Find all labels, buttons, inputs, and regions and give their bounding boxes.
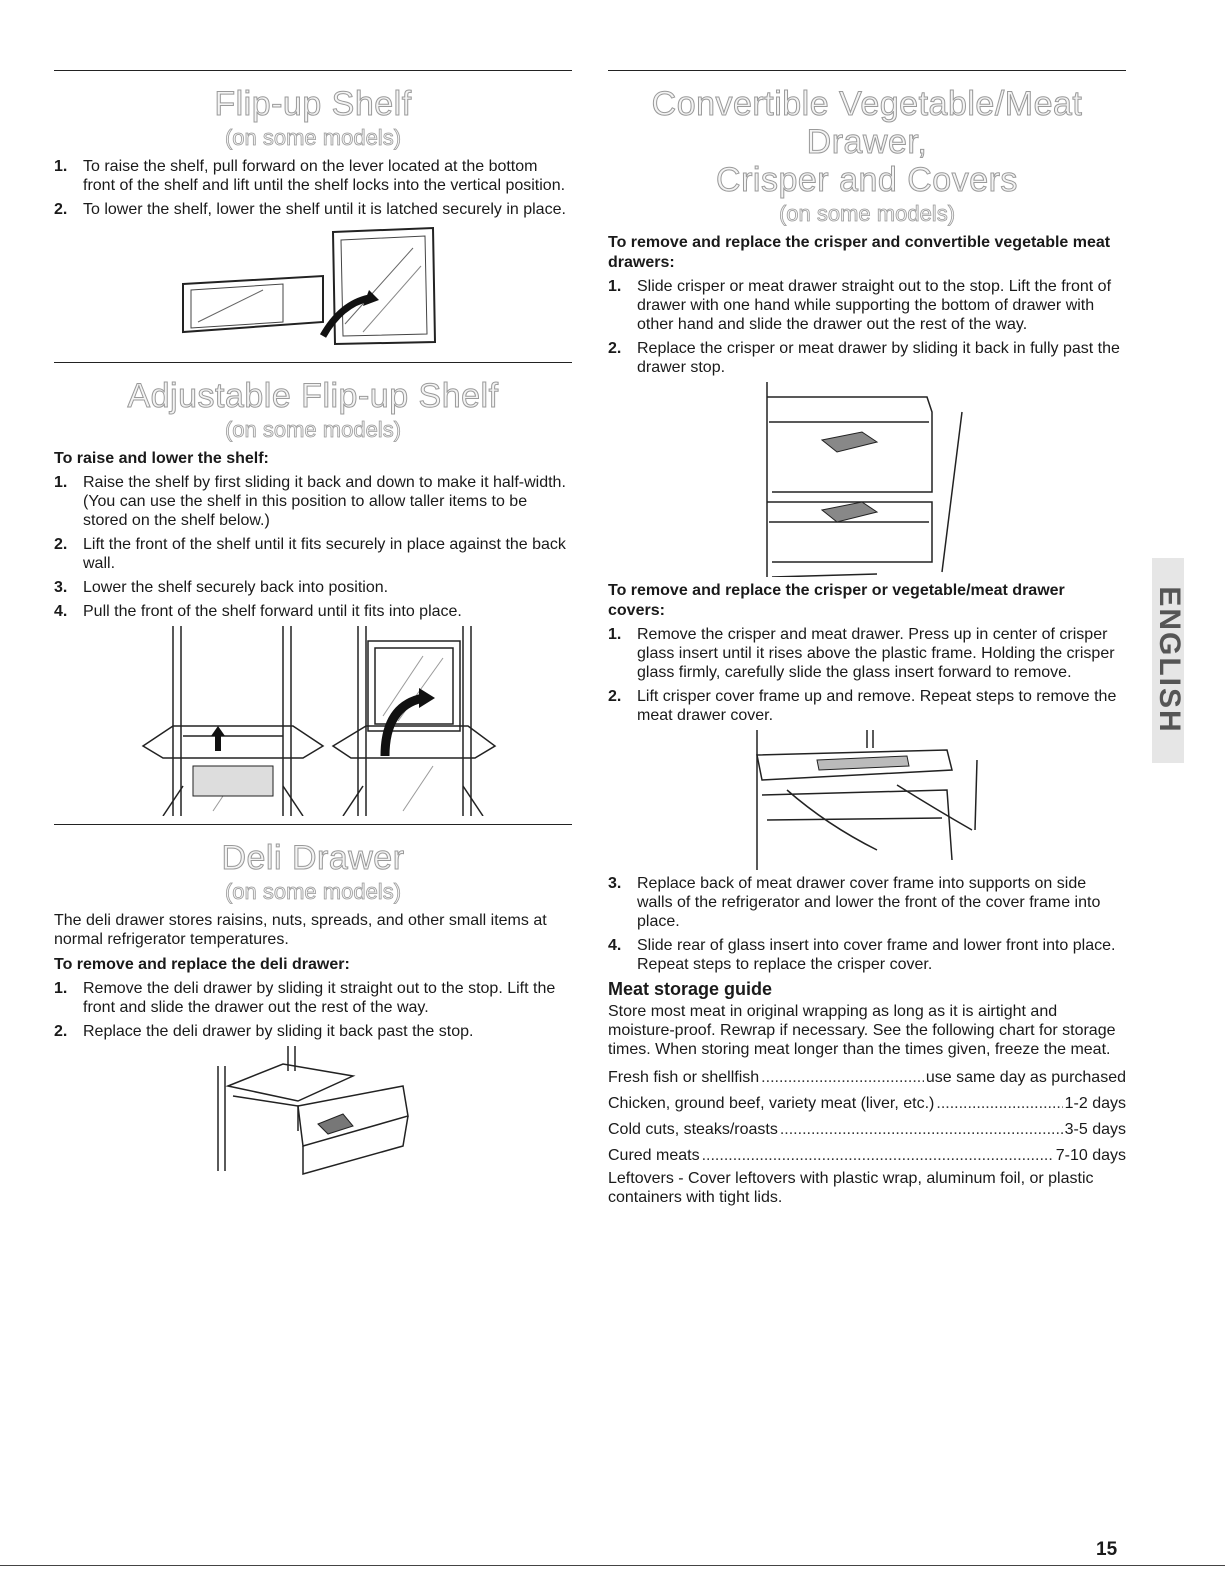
meat-guide-intro: Store most meat in original wrapping as … (608, 1003, 1116, 1058)
deli-steps: 1.Remove the deli drawer by sliding it s… (54, 979, 572, 1041)
step: 2.Replace the crisper or meat drawer by … (608, 340, 1120, 376)
step: 2.To lower the shelf, lower the shelf un… (54, 201, 566, 218)
convertible-subhead-2: To remove and replace the crisper or veg… (608, 582, 1065, 619)
deli-intro: The deli drawer stores raisins, nuts, sp… (54, 912, 547, 948)
adjustable-steps: 1.Raise the shelf by first sliding it ba… (54, 473, 572, 621)
right-column: Convertible Vegetable/Meat Drawer, Crisp… (608, 70, 1126, 1213)
deli-drawer-illustration (217, 1046, 409, 1175)
chart-row: Fresh fish or shellfishuse same day as p… (608, 1065, 1126, 1091)
deli-subhead: To remove and replace the deli drawer: (54, 956, 350, 973)
step: 1.Remove the deli drawer by sliding it s… (54, 980, 556, 1016)
convertible-subhead-1: To remove and replace the crisper and co… (608, 234, 1111, 271)
step: 1.Remove the crisper and meat drawer. Pr… (608, 626, 1115, 681)
meat-storage-chart: Fresh fish or shellfishuse same day as p… (608, 1065, 1126, 1169)
step: 2.Lift crisper cover frame up and remove… (608, 688, 1117, 724)
step: 3.Lower the shelf securely back into pos… (54, 579, 389, 596)
section-divider (54, 824, 572, 825)
flip-up-shelf-title: Flip-up Shelf (214, 85, 412, 124)
side-tab-label: ENGLISH (1153, 586, 1184, 733)
footer-rule (0, 1565, 1225, 1566)
meat-storage-guide-heading: Meat storage guide (608, 979, 773, 999)
flip-up-steps: 1.To raise the shelf, pull forward on th… (54, 157, 572, 219)
step: 4.Slide rear of glass insert into cover … (608, 937, 1116, 973)
deli-drawer-title: Deli Drawer (221, 839, 405, 878)
page-number: 15 (1096, 1539, 1118, 1560)
left-column: Flip-up Shelf (on some models) 1.To rais… (54, 70, 572, 1176)
convertible-steps-2: 1.Remove the crisper and meat drawer. Pr… (608, 625, 1126, 725)
chart-row: Chicken, ground beef, variety meat (live… (608, 1091, 1126, 1117)
step: 1.To raise the shelf, pull forward on th… (54, 158, 566, 194)
convertible-drawer-title-line2: Crisper and Covers (716, 161, 1018, 200)
step: 4.Pull the front of the shelf forward un… (54, 603, 462, 620)
convertible-steps-1: 1.Slide crisper or meat drawer straight … (608, 277, 1126, 377)
section-divider (54, 70, 572, 71)
section-divider (608, 70, 1126, 71)
step: 3.Replace back of meat drawer cover fram… (608, 875, 1101, 930)
step: 2.Lift the front of the shelf until it f… (54, 536, 566, 572)
adjustable-shelf-illustration (141, 626, 497, 816)
deli-drawer-subtitle: (on some models) (224, 879, 402, 905)
section-divider (54, 362, 572, 363)
step: 1.Raise the shelf by first sliding it ba… (54, 474, 566, 529)
chart-row: Cold cuts, steaks/roasts3-5 days (608, 1117, 1126, 1143)
step: 2.Replace the deli drawer by sliding it … (54, 1023, 474, 1040)
convertible-drawer-title-line1: Convertible Vegetable/Meat Drawer, (651, 85, 1083, 162)
step: 1.Slide crisper or meat drawer straight … (608, 278, 1112, 333)
adjustable-subhead: To raise and lower the shelf: (54, 450, 269, 467)
adjustable-shelf-title: Adjustable Flip-up Shelf (127, 377, 499, 416)
crisper-cover-illustration (756, 730, 978, 870)
leftovers-note: Leftovers - Cover leftovers with plastic… (608, 1170, 1094, 1206)
crisper-drawers-illustration (766, 382, 963, 577)
convertible-drawer-subtitle: (on some models) (778, 201, 956, 227)
convertible-steps-3: 3.Replace back of meat drawer cover fram… (608, 874, 1126, 974)
english-side-tab: ENGLISH (1152, 558, 1184, 763)
adjustable-shelf-subtitle: (on some models) (224, 417, 402, 443)
chart-row: Cured meats7-10 days (608, 1143, 1126, 1169)
flip-up-shelf-subtitle: (on some models) (224, 125, 402, 151)
flip-up-shelf-illustration (182, 226, 437, 346)
